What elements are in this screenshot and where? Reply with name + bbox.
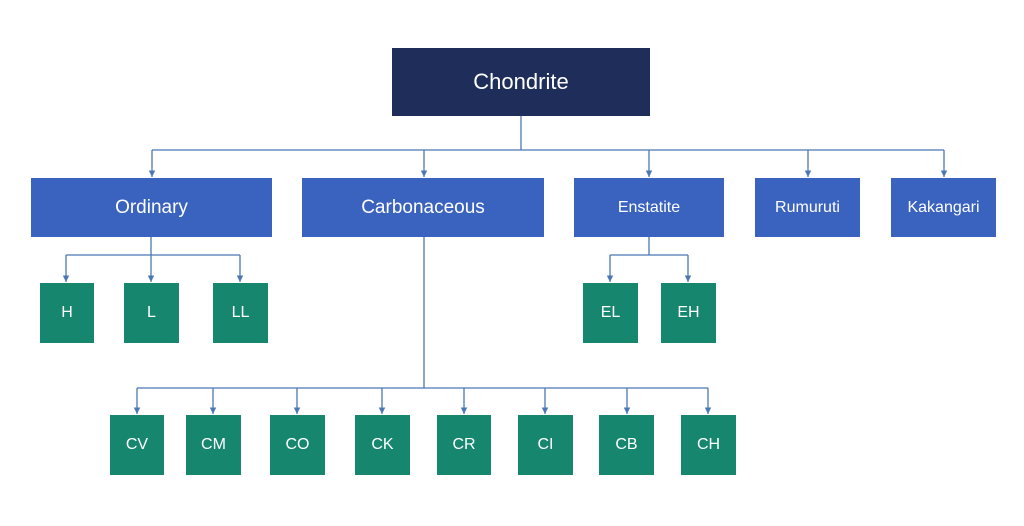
node-kakangari: Kakangari [891,178,996,237]
node-carbonaceous: Carbonaceous [302,178,544,237]
node-enstatite: Enstatite [574,178,724,237]
node-ll: LL [213,283,268,343]
node-ch: CH [681,415,736,475]
node-cm: CM [186,415,241,475]
node-ci: CI [518,415,573,475]
node-el: EL [583,283,638,343]
node-ck: CK [355,415,410,475]
node-rumuruti: Rumuruti [755,178,860,237]
node-cr: CR [437,415,491,475]
node-h: H [40,283,94,343]
node-co: CO [270,415,325,475]
node-cv: CV [110,415,164,475]
node-l: L [124,283,179,343]
node-ordinary: Ordinary [31,178,272,237]
node-eh: EH [661,283,716,343]
node-cb: CB [599,415,654,475]
node-chondrite: Chondrite [392,48,650,116]
